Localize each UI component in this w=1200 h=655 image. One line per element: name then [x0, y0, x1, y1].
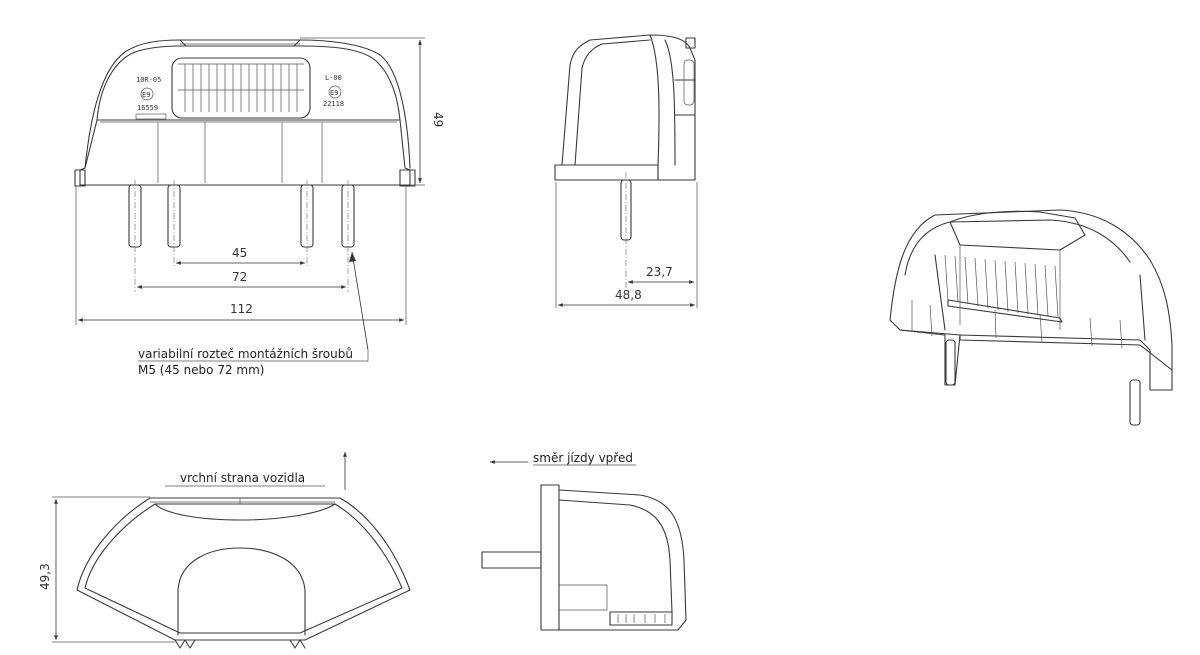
side-view: 23,7 48,8	[554, 34, 698, 308]
right-approval-number: 22118	[323, 100, 344, 108]
dim-23-7: 23,7	[646, 265, 673, 279]
mounting-note-line1: variabilní rozteč montážních šroubů	[138, 347, 353, 361]
bottom-side-view: směr jízdy vpřed	[481, 451, 687, 631]
dim-49: 49	[431, 112, 445, 127]
left-approval-code: 10R-05	[136, 76, 161, 84]
mounting-note-line2: M5 (45 nebo 72 mm)	[138, 363, 264, 377]
front-view: 10R-05 E9 16559 L-00 E9 22118 45 72 112 …	[74, 37, 445, 377]
dim-49-3: 49,3	[38, 563, 52, 590]
front-studs	[128, 184, 355, 248]
lens-ribs	[184, 64, 298, 112]
iso-lens-ribs	[944, 254, 1063, 323]
right-e-mark: E9	[330, 89, 338, 97]
dim-112: 112	[230, 302, 253, 316]
left-e-mark: E9	[142, 91, 150, 99]
right-approval-code: L-00	[325, 74, 342, 82]
dim-72: 72	[232, 270, 247, 284]
top-side-label: vrchní strana vozidla	[180, 471, 305, 485]
direction-label: směr jízdy vpřed	[533, 451, 633, 465]
left-approval-number: 16559	[137, 104, 158, 112]
isometric-view	[889, 209, 1173, 426]
top-view: vrchní strana vozidla 49,3	[38, 452, 411, 649]
dim-48-8: 48,8	[615, 288, 642, 302]
dim-45: 45	[232, 246, 247, 260]
